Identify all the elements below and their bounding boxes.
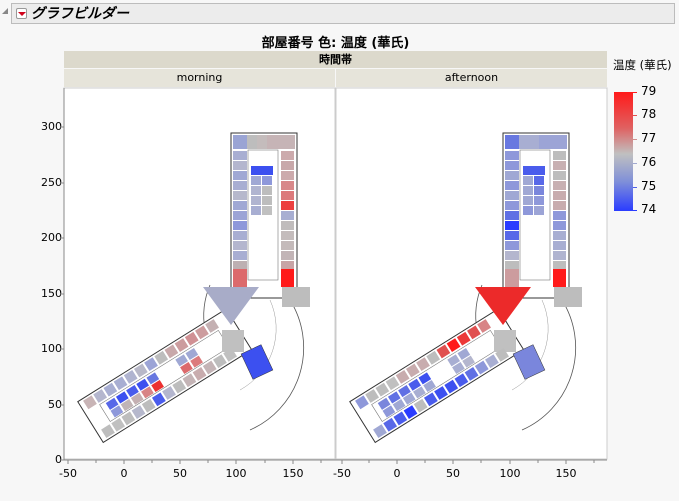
y-tick-label: 50 [48, 398, 62, 411]
y-tick-label: 250 [41, 176, 62, 189]
x-tick-label: 150 [282, 467, 304, 480]
legend-tick [633, 115, 637, 116]
x-tick-label: 0 [120, 467, 128, 480]
x-tick-label: 50 [446, 467, 460, 480]
legend-label: 79 [641, 84, 657, 98]
x-tick-label: 100 [225, 467, 247, 480]
y-tick-label: 150 [41, 287, 62, 300]
legend-tick [633, 92, 637, 93]
y-tick-label: 0 [55, 453, 62, 466]
floorplan-morning [77, 132, 310, 443]
outline-header: グラフビルダー [11, 3, 675, 24]
legend-tick [633, 163, 637, 164]
panel-header-afternoon: afternoon [336, 69, 607, 87]
x-tick-label: 100 [499, 467, 521, 480]
x-tick-label: 50 [173, 467, 187, 480]
x-tick-label: 150 [555, 467, 577, 480]
x-tick-label: -50 [59, 467, 77, 480]
legend-tick [633, 210, 637, 211]
group-header: 時間帯 [64, 51, 607, 68]
color-scale-bar [614, 92, 633, 211]
legend-title: 温度 (華氏) [613, 58, 672, 72]
x-tick-label: -50 [333, 467, 351, 480]
legend-tick [633, 187, 637, 188]
legend-tick [633, 139, 637, 140]
y-tick-label: 200 [41, 231, 62, 244]
panel-header-morning: morning [64, 69, 335, 87]
disclosure-triangle-icon[interactable] [2, 8, 8, 14]
legend-label: 78 [641, 107, 657, 121]
legend-label: 77 [641, 131, 657, 145]
red-triangle-menu-icon[interactable] [16, 8, 27, 19]
x-tick-label: 0 [393, 467, 401, 480]
legend-label: 76 [641, 155, 657, 169]
graph-title: 部屋番号 色: 温度 (華氏) [261, 36, 410, 51]
outline-title: グラフビルダー [31, 6, 129, 22]
floorplan-afternoon [349, 132, 582, 443]
y-tick-label: 100 [41, 342, 62, 355]
legend-label: 74 [641, 202, 657, 216]
legend-label: 75 [641, 179, 657, 193]
y-tick-label: 300 [41, 120, 62, 133]
